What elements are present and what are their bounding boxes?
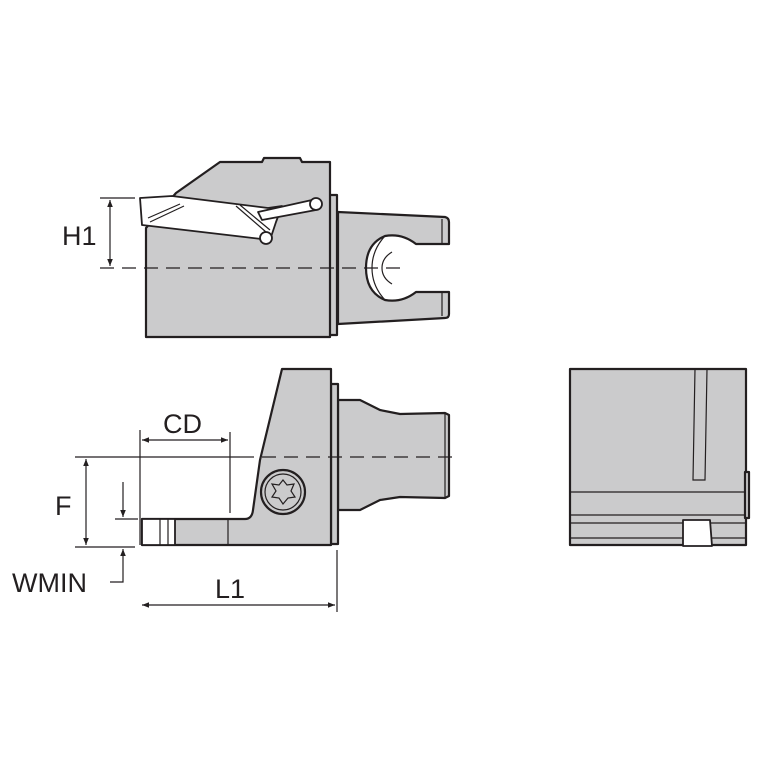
end-body [568,367,748,547]
insert [141,518,176,546]
torx-icon [270,479,297,506]
shank [336,398,451,512]
insert [682,519,713,547]
top-view: H1 [62,156,451,339]
dim-label-cd: CD [163,409,202,439]
head-body [144,156,332,339]
dim-label-h1: H1 [62,221,97,251]
dim-label-f: F [55,491,72,521]
insert [139,195,283,241]
dim-label-wmin: WMIN [12,568,87,598]
side-view: CD F WMIN L1 [12,367,460,612]
torx-screw [259,468,307,516]
end-view [568,367,751,547]
dim-label-l1: L1 [215,574,245,604]
